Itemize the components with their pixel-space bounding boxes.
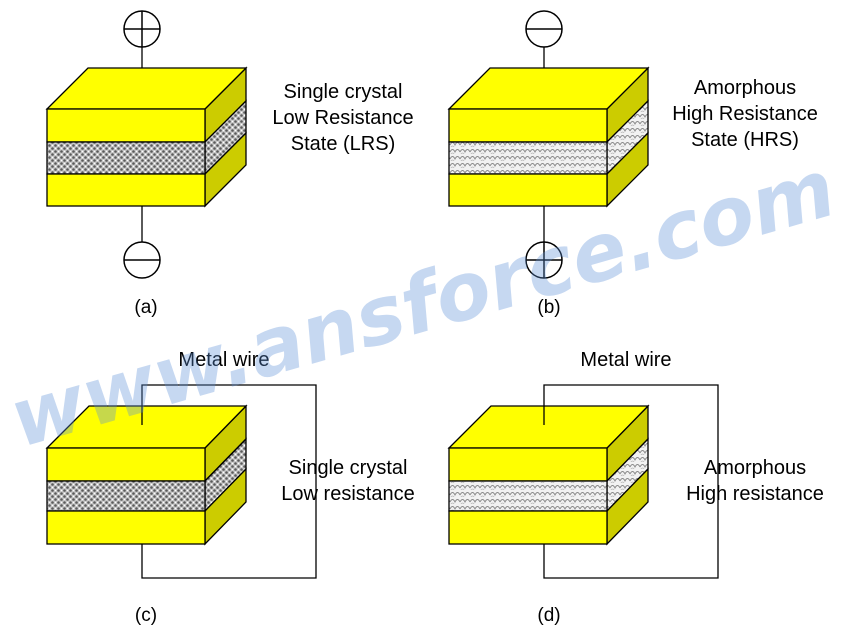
layer-stack	[447, 404, 650, 546]
panel-b: Amorphous High Resistance State (HRS) (b…	[447, 10, 818, 318]
state-label-line-2: High resistance	[686, 483, 824, 505]
metal-wire	[543, 384, 719, 579]
layer-stack	[447, 66, 650, 208]
electrode-bottom-front	[448, 173, 608, 207]
panel-caption: (d)	[537, 605, 560, 626]
minus-icon	[123, 241, 161, 279]
electrode-top-front	[448, 108, 608, 143]
panel-caption: (a)	[134, 297, 157, 318]
state-label-line-1: Single crystal	[284, 81, 403, 103]
state-label-line-2: High Resistance	[672, 103, 818, 125]
switching-layer-front	[448, 141, 608, 175]
electrode-bottom-front	[46, 173, 206, 207]
state-label-line-3: State (HRS)	[691, 129, 799, 151]
panel-caption: (b)	[537, 297, 560, 318]
plus-icon	[123, 10, 161, 48]
panel-caption: (c)	[135, 605, 157, 626]
state-label-line-1: Amorphous	[704, 457, 806, 479]
state-label-line-2: Low Resistance	[272, 107, 413, 129]
switching-layer-front	[46, 480, 206, 512]
state-label-line-3: State (LRS)	[291, 133, 395, 155]
layer-stack	[45, 404, 248, 546]
plus-icon	[525, 241, 563, 279]
switching-layer-front	[448, 480, 608, 512]
panel-d: Metal wire Amorphous High resistance (d)	[447, 349, 824, 626]
panel-a: Single crystal Low Resistance State (LRS…	[45, 10, 414, 318]
metal-wire	[141, 384, 317, 579]
metal-wire-label: Metal wire	[178, 349, 269, 371]
minus-icon	[525, 10, 563, 48]
electrode-bottom-front	[448, 510, 608, 545]
state-label-line-2: Low resistance	[281, 483, 414, 505]
panel-c: Metal wire Single crystal Low resistance…	[45, 349, 415, 626]
electrode-top-front	[46, 108, 206, 143]
state-label-line-1: Single crystal	[289, 457, 408, 479]
state-label-line-1: Amorphous	[694, 77, 796, 99]
switching-layer-front	[46, 141, 206, 175]
metal-wire-label: Metal wire	[580, 349, 671, 371]
electrode-top-front	[448, 447, 608, 482]
electrode-bottom-front	[46, 510, 206, 545]
layer-stack	[45, 66, 248, 208]
electrode-top-front	[46, 447, 206, 482]
